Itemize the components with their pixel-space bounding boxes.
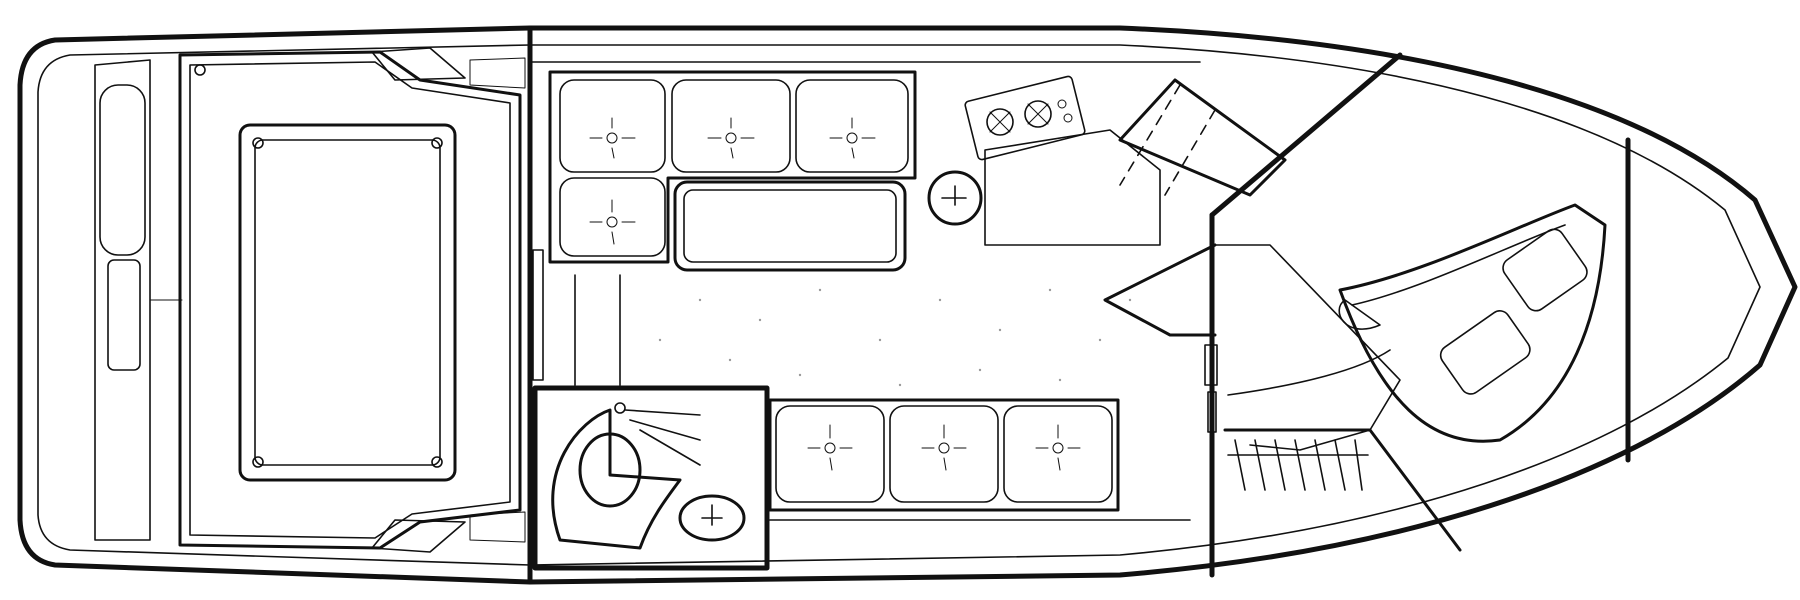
hull-inner-sheer — [37, 44, 1761, 566]
carpet-texture — [658, 288, 1132, 387]
transom-bench — [94, 59, 151, 541]
hull — [17, 25, 1798, 585]
dinette-table — [673, 180, 907, 272]
hatch-bolt-tl — [252, 137, 264, 149]
transom-cushion-lower — [107, 259, 141, 371]
windshield-lines — [1119, 84, 1216, 196]
salon — [531, 61, 1201, 521]
bulkhead-diagonal — [1209, 52, 1403, 218]
hull-outline — [17, 25, 1798, 585]
engine-hatch — [238, 123, 457, 482]
head-faucet — [701, 504, 723, 526]
hanging-locker — [1223, 428, 1462, 552]
side-deck-port — [469, 57, 526, 89]
stove-knob — [1063, 113, 1073, 123]
forward-cabin — [1223, 137, 1631, 552]
hangers — [1234, 439, 1363, 491]
door-latch — [1204, 344, 1218, 386]
v-berth — [1338, 203, 1607, 443]
side-deck-starboard — [469, 511, 526, 543]
settee-frame — [768, 398, 1120, 512]
stove-knob — [1057, 99, 1067, 109]
seat-cushion — [775, 405, 885, 503]
forward-bulkhead — [1204, 52, 1403, 578]
hatch-bolt-tr — [431, 137, 443, 149]
head-compartment — [532, 385, 770, 571]
seat-cushion — [889, 405, 999, 503]
step-starboard — [371, 519, 466, 553]
salon-door — [532, 249, 544, 381]
berth-edge — [1351, 224, 1566, 306]
shower-drain — [614, 402, 626, 414]
seat-cushion — [795, 79, 909, 173]
stove — [964, 75, 1086, 161]
cockpit — [94, 47, 526, 553]
dinette-table-top — [683, 189, 897, 263]
seat-cushion — [1003, 405, 1113, 503]
burner — [1024, 100, 1052, 128]
berth-bolster — [1338, 299, 1381, 330]
dinette-cushions — [559, 79, 909, 257]
cockpit-well-inner — [189, 61, 511, 539]
hatch-bolt-br — [431, 456, 443, 468]
galley-sink — [927, 170, 983, 226]
galley-counter — [984, 129, 1161, 246]
cockpit-well — [178, 50, 522, 550]
burner — [986, 108, 1014, 136]
shower-spray — [624, 409, 701, 466]
seat-cushion — [559, 177, 666, 257]
engine-hatch-inner — [254, 139, 441, 466]
head-sink — [678, 494, 746, 542]
hatch-bolt-bl — [252, 456, 264, 468]
berth-pillow — [1439, 310, 1531, 395]
head-vanity — [551, 408, 682, 550]
cockpit-drain — [194, 64, 206, 76]
cushion-tufts — [589, 117, 876, 245]
dinette-frame — [548, 70, 917, 264]
helm-seat-base — [1103, 243, 1217, 337]
transom-cushion-upper — [99, 84, 146, 256]
toilet — [578, 432, 642, 508]
head-walls — [532, 385, 770, 571]
berth-pillow — [1502, 228, 1588, 312]
galley — [927, 75, 1161, 246]
v-berth-side — [1211, 244, 1401, 451]
seat-cushion — [559, 79, 666, 173]
step-port — [371, 47, 466, 81]
seat-cushion — [671, 79, 791, 173]
sink-faucet — [941, 185, 967, 206]
helm-station — [1103, 78, 1401, 451]
helm-console — [1118, 78, 1287, 197]
settee-cushions — [775, 405, 1113, 503]
door-hinge — [1207, 391, 1217, 433]
berth-curve — [1227, 349, 1391, 396]
